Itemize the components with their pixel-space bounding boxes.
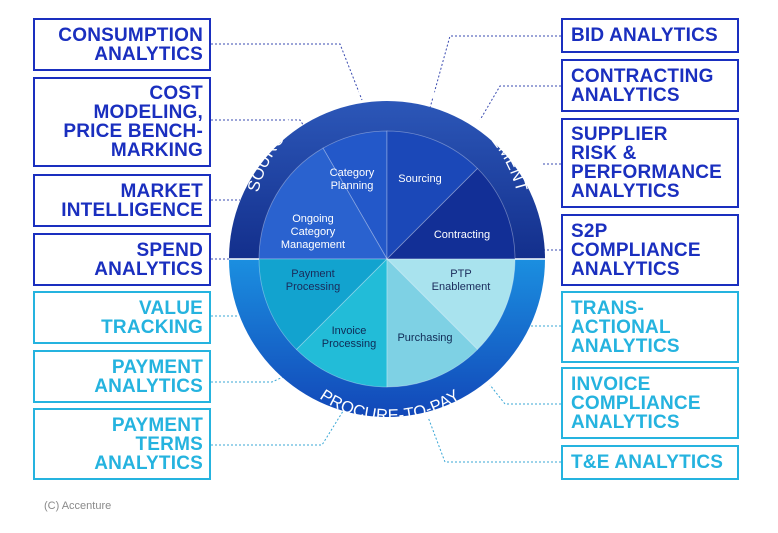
invoice-compliance-box: INVOICE COMPLIANCE ANALYTICS [561, 367, 739, 439]
spend-analytics-box: SPEND ANALYTICS [33, 233, 211, 286]
segment-label-line: Purchasing [397, 332, 452, 344]
contracting-analytics-connector [479, 85, 561, 121]
segment-label-line: Processing [322, 338, 376, 350]
segment-label-line: Planning [331, 180, 374, 192]
segment-label-sourcing: Sourcing [398, 173, 441, 185]
payment-analytics-label: PAYMENT ANALYTICS [94, 356, 203, 397]
payment-analytics-connector [211, 376, 284, 383]
segment-label-purchasing: Purchasing [397, 332, 452, 344]
supplier-risk-label: SUPPLIER RISK & PERFORMANCE ANALYTICS [571, 124, 723, 202]
contracting-analytics-box: CONTRACTING ANALYTICS [561, 59, 739, 112]
copyright-text: (C) Accenture [44, 500, 112, 512]
segment-label-line: Sourcing [398, 173, 441, 185]
segment-purchasing [386, 258, 479, 388]
bid-analytics-box: BID ANALYTICS [561, 18, 739, 53]
segment-category-planning [322, 130, 388, 261]
segment-label-line: Ongoing [292, 213, 334, 225]
consumption-analytics-connector [211, 43, 363, 101]
payment-analytics-box: PAYMENT ANALYTICS [33, 350, 211, 403]
bid-analytics-connector [429, 35, 561, 109]
segment-label-line: Payment [291, 268, 334, 280]
segment-sourcing [386, 130, 479, 260]
invoice-compliance-label: INVOICE COMPLIANCE ANALYTICS [571, 373, 701, 433]
market-intelligence-label: MARKET INTELLIGENCE [61, 180, 203, 221]
payment-terms-analytics-connector [211, 407, 346, 446]
segment-ongoing-category-management [258, 147, 388, 260]
invoice-compliance-connector [489, 384, 561, 405]
payment-terms-analytics-box: PAYMENT TERMS ANALYTICS [33, 408, 211, 480]
s2p-compliance-box: S2P COMPLIANCE ANALYTICS [561, 214, 739, 286]
te-analytics-connector [427, 416, 561, 463]
value-tracking-label: VALUE TRACKING [101, 297, 203, 338]
segment-label-line: Category [291, 226, 336, 238]
s2p-compliance-label: S2P COMPLIANCE ANALYTICS [571, 220, 701, 280]
value-tracking-box: VALUE TRACKING [33, 291, 211, 344]
segment-label-line: Contracting [434, 229, 490, 241]
te-analytics-label: T&E ANALYTICS [571, 452, 724, 473]
cost-modeling-box: COST MODELING, PRICE BENCH- MARKING [33, 77, 211, 167]
contracting-analytics-label: CONTRACTING ANALYTICS [571, 65, 714, 106]
segment-label-line: Management [281, 239, 345, 251]
cost-modeling-label: COST MODELING, PRICE BENCH- MARKING [63, 83, 203, 161]
segment-label-line: Invoice [332, 325, 367, 337]
te-analytics-box: T&E ANALYTICS [561, 445, 739, 480]
segment-label-line: Category [330, 167, 375, 179]
segment-label-line: Enablement [432, 281, 491, 293]
connector-lines [211, 35, 561, 463]
consumption-analytics-label: CONSUMPTION ANALYTICS [58, 24, 203, 65]
bid-analytics-label: BID ANALYTICS [571, 25, 718, 46]
transactional-analytics-label: TRANS- ACTIONAL ANALYTICS [571, 297, 680, 357]
segment-contracting [386, 167, 516, 260]
supplier-risk-box: SUPPLIER RISK & PERFORMANCE ANALYTICS [561, 118, 739, 208]
segment-invoice-processing [295, 258, 388, 388]
payment-terms-analytics-label: PAYMENT TERMS ANALYTICS [94, 414, 203, 474]
transactional-analytics-box: TRANS- ACTIONAL ANALYTICS [561, 291, 739, 363]
consumption-analytics-box: CONSUMPTION ANALYTICS [33, 18, 211, 71]
segment-label-line: Processing [286, 281, 340, 293]
segment-label-contracting: Contracting [434, 229, 490, 241]
segment-label-line: PTP [450, 268, 471, 280]
segment-ptp-enablement [386, 258, 516, 351]
spend-analytics-label: SPEND ANALYTICS [94, 239, 203, 280]
cost-modeling-connector [211, 119, 319, 149]
market-intelligence-box: MARKET INTELLIGENCE [33, 174, 211, 227]
segment-payment-processing [258, 258, 388, 351]
